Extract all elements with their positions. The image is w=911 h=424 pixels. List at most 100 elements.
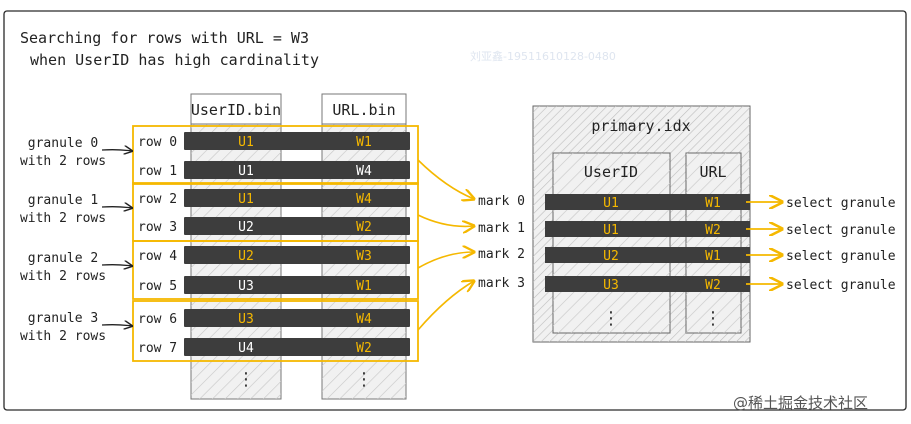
granule-sub: with 2 rows (20, 211, 106, 226)
row-label: row 6 (138, 312, 177, 327)
url-bin-header (321, 93, 407, 125)
granule-arrow (101, 265, 132, 266)
row-userid-value: U1 (238, 164, 254, 179)
row-url-value: W2 (356, 341, 372, 356)
granule-to-mark-arrow (417, 252, 474, 269)
select-granule-label: select granule (786, 223, 896, 238)
primary-userid-ellipsis: ⋮ (602, 308, 620, 329)
granule-name: granule 2 (28, 251, 98, 266)
mark-bar (545, 247, 750, 263)
data-row: row 5 U3 W1 (138, 276, 410, 294)
row-bar (184, 309, 410, 327)
watermark-overlay: 刘亚鑫-19511610128-0480 (470, 49, 616, 63)
row-label: row 4 (138, 249, 177, 264)
data-row: row 1 U1 W4 (138, 161, 410, 179)
mark-bar (545, 221, 750, 237)
primary-url-label: URL (699, 163, 726, 181)
mark-url-value: W2 (705, 278, 721, 293)
granule-arrow (101, 325, 132, 326)
diagram-title-line-1: Searching for rows with URL = W3 (20, 29, 309, 47)
primary-idx-title: primary.idx (591, 117, 690, 135)
granule-name: granule 3 (28, 311, 98, 326)
row-url-value: W4 (356, 312, 372, 327)
row-label: row 5 (138, 279, 177, 294)
watermark-site: @稀土掘金技术社区 (733, 394, 868, 412)
index-mark: U1 W2 mark 1 select granule (478, 221, 896, 238)
primary-url-hatch (686, 153, 741, 333)
data-row: row 2 U1 W4 (138, 189, 410, 207)
granule-arrow (101, 207, 132, 208)
row-userid-value: U1 (238, 192, 254, 207)
row-url-value: W4 (356, 192, 372, 207)
mark-bar (545, 276, 750, 292)
granule-sub: with 2 rows (20, 154, 106, 169)
granule-name: granule 1 (28, 193, 98, 208)
row-url-value: W1 (356, 279, 372, 294)
row-url-value: W4 (356, 164, 372, 179)
index-mark: U1 W1 mark 0 select granule (478, 194, 896, 211)
select-granule-label: select granule (786, 278, 896, 293)
row-userid-value: U4 (238, 341, 254, 356)
url-bin-ellipsis: ⋮ (355, 369, 373, 390)
select-granule-label: select granule (786, 196, 896, 211)
row-label: row 1 (138, 164, 177, 179)
granule-to-mark-arrow (417, 214, 474, 226)
data-row: row 3 U2 W2 (138, 217, 410, 235)
primary-userid-hatch (553, 153, 670, 333)
row-url-value: W1 (356, 135, 372, 150)
row-userid-value: U2 (238, 220, 254, 235)
userid-bin-header (190, 93, 282, 125)
userid-bin-label: UserID.bin (191, 101, 281, 119)
data-row: row 7 U4 W2 (138, 338, 410, 356)
row-bar (184, 161, 410, 179)
granule-sub: with 2 rows (20, 269, 106, 284)
row-label: row 0 (138, 135, 177, 150)
mark-label: mark 3 (478, 276, 525, 291)
data-row: row 4 U2 W3 (138, 246, 410, 264)
select-granule-label: select granule (786, 249, 896, 264)
index-mark: U3 W2 mark 3 select granule (478, 276, 896, 293)
row-bar (184, 338, 410, 356)
granule-sub: with 2 rows (20, 329, 106, 344)
row-label: row 2 (138, 192, 177, 207)
granule-arrow (101, 150, 132, 151)
mark-userid-value: U1 (603, 196, 619, 211)
mark-url-value: W2 (705, 223, 721, 238)
row-bar (184, 276, 410, 294)
primary-url-ellipsis: ⋮ (704, 308, 722, 329)
primary-userid-label: UserID (584, 163, 638, 181)
url-bin-label: URL.bin (332, 101, 395, 119)
mark-url-value: W1 (705, 249, 721, 264)
row-userid-value: U3 (238, 279, 254, 294)
mark-label: mark 0 (478, 194, 525, 209)
row-bar (184, 189, 410, 207)
row-bar (184, 246, 410, 264)
granule-to-mark-arrow (417, 159, 474, 199)
row-userid-value: U1 (238, 135, 254, 150)
mark-url-value: W1 (705, 196, 721, 211)
row-bar (184, 217, 410, 235)
row-url-value: W2 (356, 220, 372, 235)
index-mark: U2 W1 mark 2 select granule (478, 247, 896, 264)
data-row: row 0 U1 W1 (138, 132, 410, 150)
row-bar (184, 132, 410, 150)
mark-userid-value: U3 (603, 278, 619, 293)
data-row: row 6 U3 W4 (138, 309, 410, 327)
row-label: row 7 (138, 341, 177, 356)
row-userid-value: U3 (238, 312, 254, 327)
granule-name: granule 0 (28, 136, 98, 151)
row-url-value: W3 (356, 249, 372, 264)
userid-bin-ellipsis: ⋮ (237, 369, 255, 390)
mark-userid-value: U2 (603, 249, 619, 264)
mark-userid-value: U1 (603, 223, 619, 238)
outer-frame (3, 10, 907, 411)
row-userid-value: U2 (238, 249, 254, 264)
diagram-title-line-2: when UserID has high cardinality (30, 51, 319, 69)
mark-label: mark 1 (478, 221, 525, 236)
row-label: row 3 (138, 220, 177, 235)
mark-bar (545, 194, 750, 210)
mark-label: mark 2 (478, 247, 525, 262)
